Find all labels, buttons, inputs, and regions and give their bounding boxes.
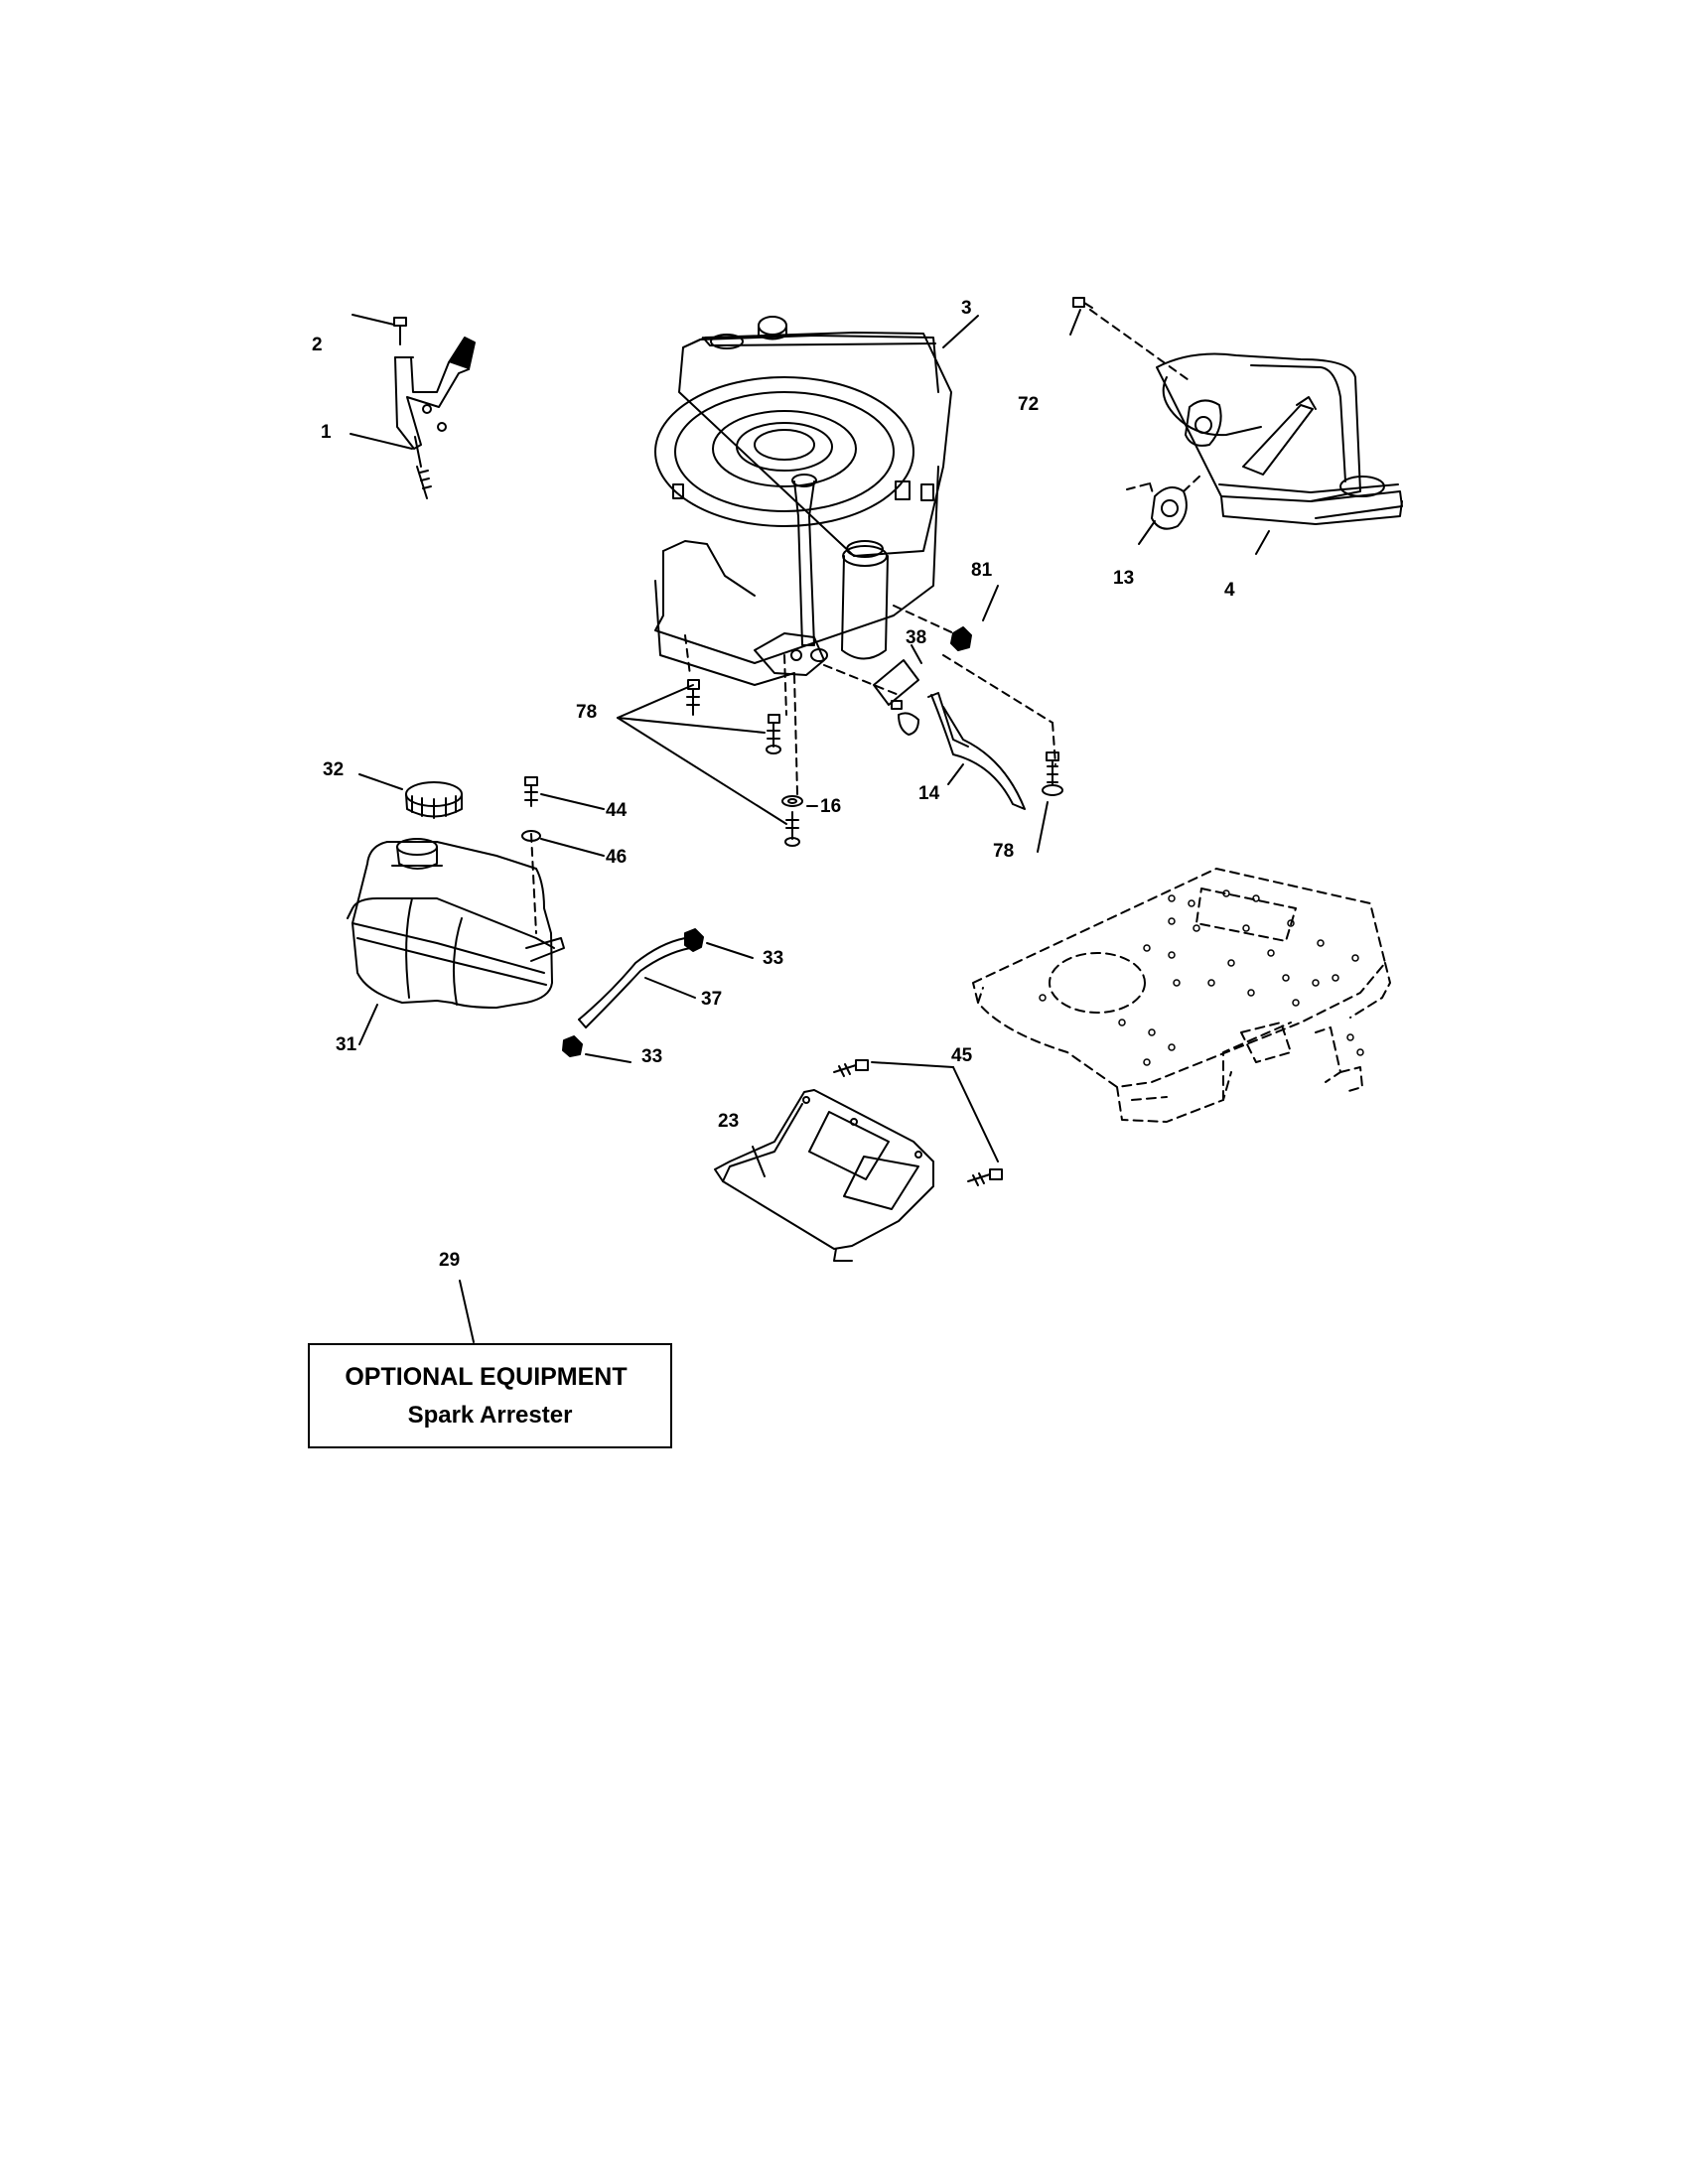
callout-78-right: 78 (993, 841, 1014, 862)
callout-32: 32 (323, 759, 344, 780)
callout-13: 13 (1113, 568, 1134, 589)
muffler-part (1069, 297, 1403, 555)
callout-16: 16 (820, 796, 841, 817)
callout-3: 3 (961, 298, 972, 319)
callout-33-bottom: 33 (641, 1046, 662, 1067)
callout-4: 4 (1224, 580, 1235, 601)
callout-45: 45 (951, 1045, 973, 1066)
callout-2: 2 (312, 335, 323, 355)
spark-arrester-label: Spark Arrester (407, 1401, 573, 1429)
tractor-frame-part (972, 868, 1391, 1123)
fuel-tank-part (347, 773, 605, 1045)
engine-bolts-part (617, 679, 818, 847)
callout-14: 14 (918, 783, 940, 804)
callout-81: 81 (971, 560, 993, 581)
callout-33-top: 33 (763, 948, 783, 969)
optional-equipment-title: OPTIONAL EQUIPMENT (345, 1362, 628, 1391)
callout-37: 37 (701, 989, 722, 1010)
callouts: 2 1 3 72 13 4 81 38 78 14 16 78 32 44 46… (312, 298, 1235, 1271)
callout-72: 72 (1018, 394, 1039, 415)
callout-31: 31 (336, 1034, 357, 1055)
engine-part (654, 315, 1056, 795)
engine-shield-part (714, 1059, 1003, 1262)
callout-46: 46 (606, 847, 627, 868)
fuel-line-part (873, 585, 1063, 853)
fuel-hose-part (562, 928, 754, 1063)
callout-44: 44 (606, 800, 628, 821)
callout-23: 23 (718, 1111, 739, 1132)
callout-78-left: 78 (576, 702, 597, 723)
frame-holes-part (1039, 889, 1364, 1066)
callout-38: 38 (906, 627, 926, 648)
optional-equipment-box: OPTIONAL EQUIPMENT Spark Arrester (308, 1343, 672, 1448)
throttle-control-part (350, 314, 476, 499)
callout-1: 1 (321, 422, 332, 443)
callout-29: 29 (439, 1250, 460, 1271)
